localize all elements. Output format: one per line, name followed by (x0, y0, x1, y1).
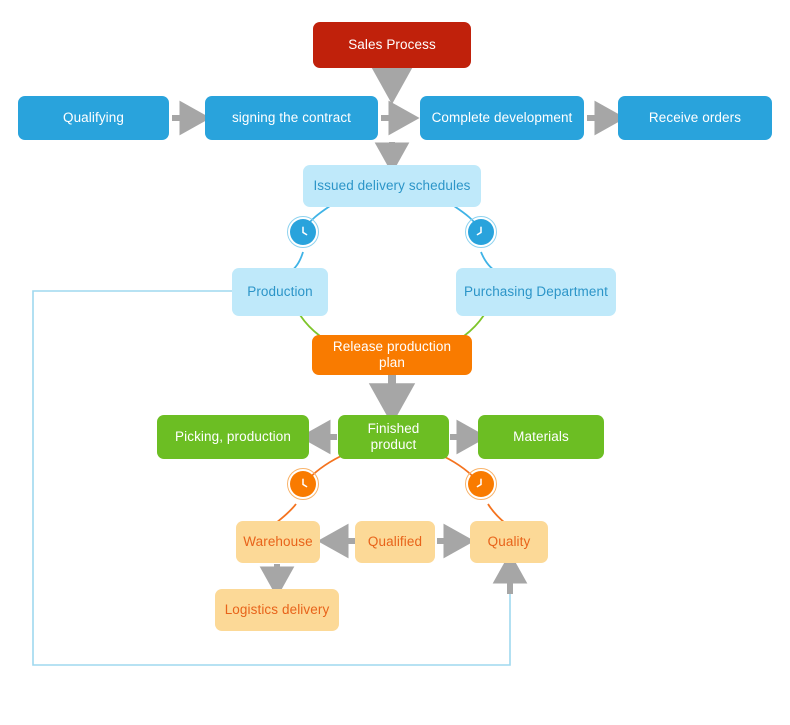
node-label: Sales Process (348, 36, 436, 52)
node-qualified[interactable]: Qualified (355, 521, 435, 563)
node-label: Production (247, 283, 313, 299)
badge-quality[interactable] (465, 468, 497, 500)
node-label: Complete development (431, 109, 573, 125)
badge-ring (465, 216, 497, 248)
node-production[interactable]: Production (232, 268, 328, 316)
badge-purchasing[interactable] (465, 216, 497, 248)
node-label: signing the contract (231, 109, 352, 125)
node-picking-production[interactable]: Picking, production (157, 415, 309, 459)
node-logistics-delivery[interactable]: Logistics delivery (215, 589, 339, 631)
badge-warehouse[interactable] (287, 468, 319, 500)
node-issued-delivery-schedules[interactable]: Issued delivery schedules (303, 165, 481, 207)
badge-ring (287, 216, 319, 248)
node-label: Receive orders (648, 109, 742, 125)
node-qualifying[interactable]: Qualifying (18, 96, 169, 140)
node-label: Logistics delivery (224, 601, 330, 617)
node-label: Picking, production (175, 428, 291, 444)
badge-ring (465, 468, 497, 500)
badge-ring (287, 468, 319, 500)
node-materials[interactable]: Materials (478, 415, 604, 459)
node-signing-the-contract[interactable]: signing the contract (205, 96, 378, 140)
node-sales-process[interactable]: Sales Process (313, 22, 471, 68)
connector-production-to-release (299, 314, 321, 337)
node-receive-orders[interactable]: Receive orders (618, 96, 772, 140)
node-label: Warehouse (243, 533, 313, 549)
badge-production[interactable] (287, 216, 319, 248)
node-finished-product[interactable]: Finished product (338, 415, 449, 459)
node-label: Release production plan (332, 338, 452, 370)
node-label: Qualifying (62, 109, 125, 125)
node-label: Finished product (367, 420, 420, 452)
node-label: Qualified (367, 533, 423, 549)
node-warehouse[interactable]: Warehouse (236, 521, 320, 563)
node-quality[interactable]: Quality (470, 521, 548, 563)
node-purchasing-department[interactable]: Purchasing Department (456, 268, 616, 316)
node-label: Issued delivery schedules (313, 177, 471, 193)
node-complete-development[interactable]: Complete development (420, 96, 584, 140)
node-label: Materials (513, 428, 569, 444)
connector-purchasing-to-release (463, 314, 485, 337)
node-label: Quality (487, 533, 531, 549)
node-release-production-plan[interactable]: Release production plan (312, 335, 472, 375)
node-label: Purchasing Department (464, 283, 608, 299)
